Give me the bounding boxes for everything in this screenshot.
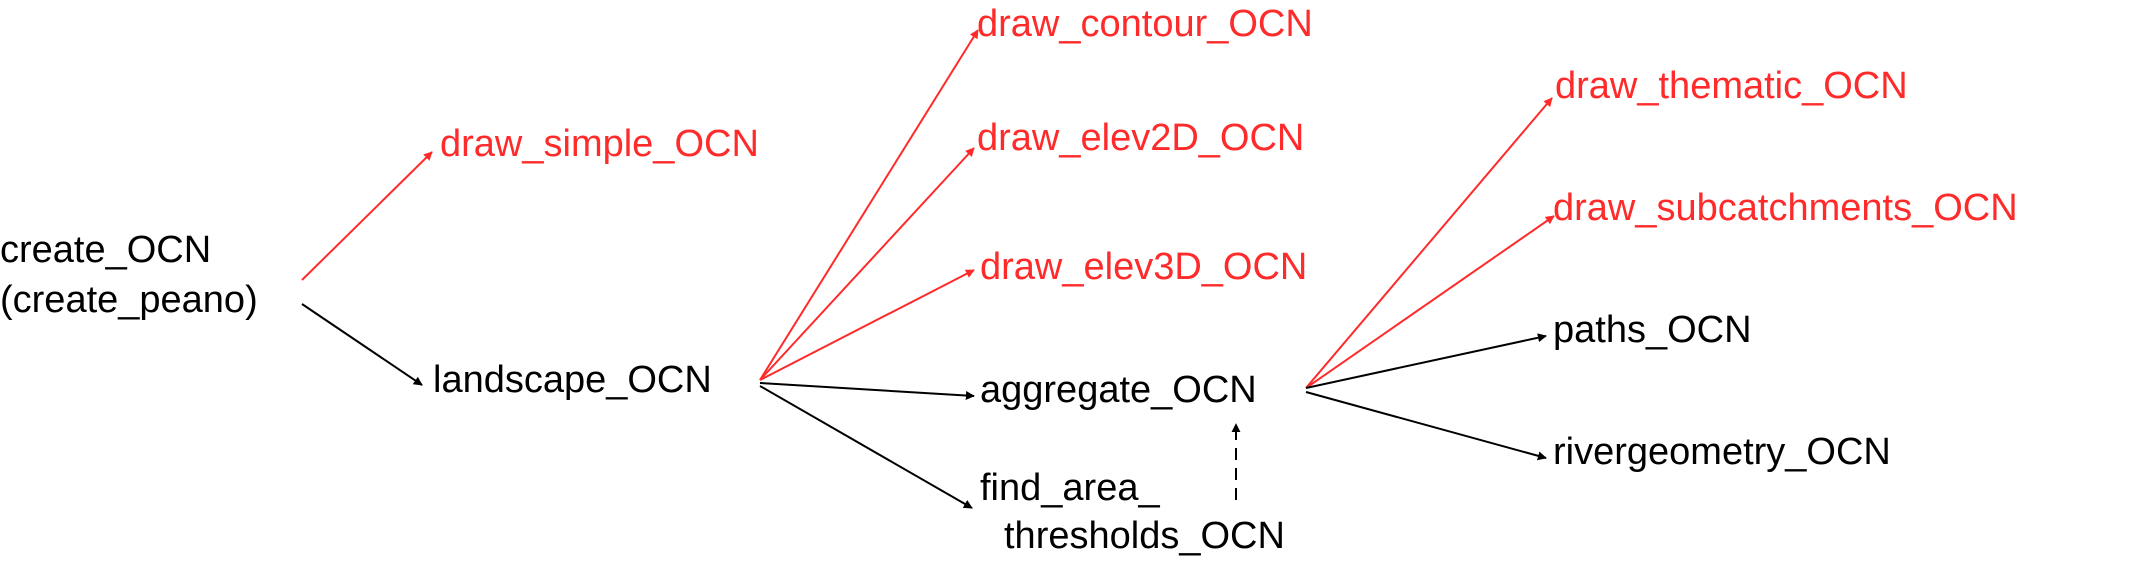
edge-aggregate-to-paths: [1305, 333, 1547, 389]
edge-aggregate-to-draw-subcatchments: [1305, 215, 1555, 389]
node-draw-simple-ocn: draw_simple_OCN: [440, 123, 759, 165]
node-paths-ocn: paths_OCN: [1553, 309, 1752, 351]
node-draw-thematic-ocn: draw_thematic_OCN: [1555, 65, 1908, 107]
node-create-peano: (create_peano): [0, 279, 258, 321]
edge-landscape-to-draw-contour: [759, 29, 979, 381]
edge-aggregate-to-rivergeometry: [1305, 391, 1547, 461]
node-draw-subcatchments-ocn: draw_subcatchments_OCN: [1553, 187, 2018, 229]
edge-landscape-to-find-area: [759, 385, 973, 509]
edge-landscape-to-aggregate: [759, 382, 975, 401]
edge-landscape-to-draw-elev2d: [759, 147, 975, 381]
node-draw-elev2d-ocn: draw_elev2D_OCN: [977, 117, 1305, 159]
edge-create-to-draw-simple: [301, 151, 433, 281]
node-find-area-line2: thresholds_OCN: [1004, 515, 1285, 557]
edge-create-to-landscape: [301, 303, 423, 386]
node-find-area-line1: find_area_: [980, 467, 1160, 509]
edge-landscape-to-draw-elev3d: [759, 269, 975, 381]
node-create-ocn: create_OCN: [0, 229, 212, 271]
node-draw-elev3d-ocn: draw_elev3D_OCN: [980, 246, 1308, 288]
node-aggregate-ocn: aggregate_OCN: [980, 369, 1257, 411]
node-draw-contour-ocn: draw_contour_OCN: [977, 3, 1313, 45]
edge-aggregate-to-draw-thematic: [1305, 97, 1553, 389]
node-rivergeometry-ocn: rivergeometry_OCN: [1553, 431, 1891, 473]
node-landscape-ocn: landscape_OCN: [433, 359, 712, 401]
